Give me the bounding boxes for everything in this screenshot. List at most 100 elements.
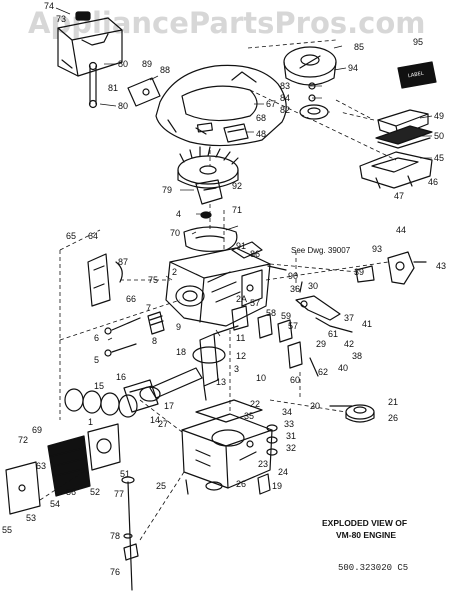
callout-44: 44 (396, 225, 407, 235)
callout-59: 59 (281, 311, 292, 321)
callout-14: 14 (150, 415, 161, 425)
callout-65: 65 (66, 231, 77, 241)
callout-24: 24 (278, 467, 289, 477)
callout-38: 38 (352, 351, 363, 361)
cylinder-head-part (47, 435, 91, 497)
callout-88: 88 (160, 65, 171, 75)
blower-housing-part (155, 64, 287, 147)
callout-48: 48 (256, 129, 267, 139)
callout-26: 26 (388, 413, 399, 423)
callout-94: 94 (348, 63, 359, 73)
callout-22: 22 (250, 399, 261, 409)
callout-80: 80 (118, 59, 129, 69)
callout-34: 34 (282, 407, 293, 417)
choke-plate-part (355, 265, 375, 283)
callout-56: 56 (66, 487, 77, 497)
callout-91: 91 (236, 241, 247, 251)
callout-62: 62 (318, 367, 329, 377)
ignition-armature-part (195, 179, 223, 205)
callout-23: 23 (258, 459, 269, 469)
callout-55: 55 (2, 525, 13, 535)
callout-87: 87 (118, 257, 129, 267)
callout-25: 25 (156, 481, 167, 491)
callout-93: 93 (372, 244, 383, 254)
callout-26: 26 (236, 479, 247, 489)
screen-part (223, 123, 249, 143)
callout-50: 50 (434, 131, 445, 141)
label-part (397, 61, 437, 89)
callout-57: 57 (288, 321, 299, 331)
head-gasket-part (87, 423, 121, 471)
callout-7: 7 (146, 303, 152, 313)
plug-part (205, 481, 223, 491)
callout-68: 68 (256, 113, 267, 123)
air-cleaner-base-part (359, 151, 433, 189)
callout-82: 82 (280, 105, 291, 115)
callout-8: 8 (152, 336, 158, 346)
callout-6: 6 (94, 333, 100, 343)
dipstick-tube-part (121, 476, 139, 591)
callout-5: 5 (94, 355, 100, 365)
callout-35: 35 (244, 411, 255, 421)
starter-pulley-part (299, 104, 329, 120)
callout-32: 32 (286, 443, 297, 453)
breather-part (231, 241, 263, 259)
cylinder-shield-part (5, 461, 41, 515)
valve-part (111, 317, 141, 331)
mounting-bracket-part (87, 253, 111, 307)
callout-21: 21 (388, 397, 399, 407)
callout-84: 84 (280, 93, 291, 103)
callout-47: 47 (394, 191, 405, 201)
baffle-plate-part (183, 226, 238, 252)
callout-61: 61 (328, 329, 339, 339)
callout-13: 13 (216, 377, 227, 387)
callout-79: 79 (162, 185, 173, 195)
callout-27: 27 (158, 419, 169, 429)
cylinder-block-part (165, 247, 271, 327)
callout-74: 74 (44, 1, 55, 11)
callout-78: 78 (110, 531, 121, 541)
callout-30: 30 (308, 281, 319, 291)
callout-83: 83 (280, 81, 291, 91)
callout-46: 46 (428, 177, 439, 187)
sump-gasket-part (195, 399, 263, 423)
callout-11: 11 (236, 333, 246, 343)
callout-63: 63 (36, 461, 47, 471)
callout-19: 19 (272, 481, 283, 491)
callout-15: 15 (94, 381, 105, 391)
callout-45: 45 (434, 153, 445, 163)
callout-67: 67 (266, 99, 277, 109)
callout-18: 18 (176, 347, 187, 357)
callout-52: 52 (90, 487, 101, 497)
callout-31: 31 (286, 431, 297, 441)
callout-85: 85 (354, 42, 365, 52)
callout-33: 33 (284, 419, 295, 429)
callout-36: 36 (290, 284, 301, 294)
callout-77: 77 (114, 489, 125, 499)
callout-29: 29 (316, 339, 327, 349)
crankshaft-part (192, 325, 239, 401)
drawing-part-number: 500.323020 C5 (338, 563, 409, 573)
flywheel-key-part (200, 211, 212, 219)
callout-54: 54 (50, 499, 61, 509)
piston-part (123, 379, 159, 413)
oil-seal-part (266, 424, 278, 456)
callout-73: 73 (56, 14, 67, 24)
see-drawing-note: See Dwg. 39007 (291, 246, 351, 255)
callout-9: 9 (176, 322, 182, 332)
callout-39: 39 (354, 267, 365, 277)
callout-12: 12 (236, 351, 247, 361)
callout-37: 37 (344, 313, 355, 323)
callout-20: 20 (310, 401, 321, 411)
fuel-tank-part (57, 11, 123, 77)
callout-17: 17 (164, 401, 175, 411)
bolt-part (267, 265, 287, 271)
callout-72: 72 (18, 435, 29, 445)
callout-3: 3 (234, 364, 240, 374)
callout-2: 2 (172, 267, 178, 277)
callout-53: 53 (26, 513, 37, 523)
callout-51: 51 (120, 469, 131, 479)
valve-stem-part (111, 343, 137, 353)
callout-42: 42 (344, 339, 355, 349)
site-watermark: AppliancePartsPros.com (28, 6, 426, 40)
